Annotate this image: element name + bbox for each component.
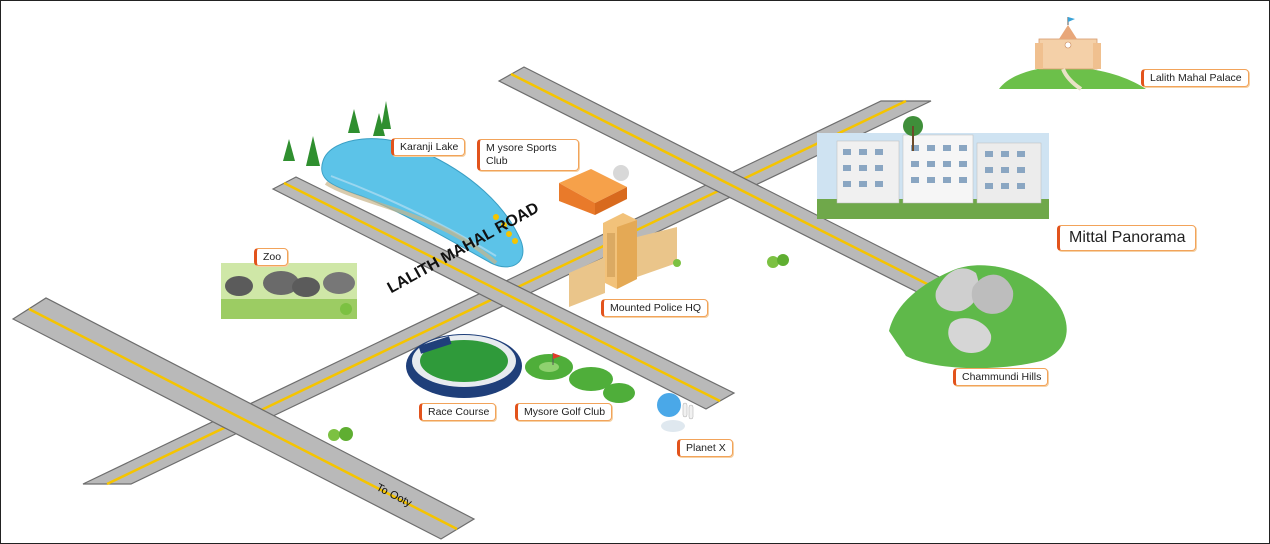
- sports-club-illustration: [559, 165, 629, 215]
- planet-x-illustration: [657, 393, 694, 432]
- label-zoo: Zoo: [254, 248, 289, 266]
- label-mysore-sports-club: M ysore Sports Club: [477, 139, 579, 171]
- karanji-lake-illustration: [283, 101, 524, 268]
- label-mounted-police-hq: Mounted Police HQ: [601, 299, 709, 317]
- label-karanji-lake: Karanji Lake: [391, 138, 466, 156]
- road-chammundi-centerline: [510, 72, 942, 293]
- chammundi-hills-illustration: [889, 265, 1067, 369]
- road-karanji-centerline: [283, 181, 721, 403]
- race-course-illustration: [406, 334, 522, 398]
- lalith-mahal-palace-illustration: [999, 17, 1146, 91]
- label-lalith-mahal-palace: Lalith Mahal Palace: [1141, 69, 1249, 87]
- label-chammundi-hills: Chammundi Hills: [953, 368, 1049, 386]
- label-mittal-panorama: Mittal Panorama: [1057, 225, 1196, 251]
- mounted-police-illustration: [569, 213, 677, 307]
- label-planet-x: Planet X: [677, 439, 733, 457]
- label-mysore-golf-club: Mysore Golf Club: [515, 403, 613, 421]
- golf-club-illustration: [525, 353, 635, 403]
- road-to-ooty-centerline: [28, 307, 458, 531]
- label-race-course: Race Course: [419, 403, 497, 421]
- zoo-illustration: [221, 263, 357, 319]
- bushes: [328, 254, 789, 441]
- mittal-panorama-illustration: [817, 116, 1049, 219]
- roads: [11, 66, 955, 540]
